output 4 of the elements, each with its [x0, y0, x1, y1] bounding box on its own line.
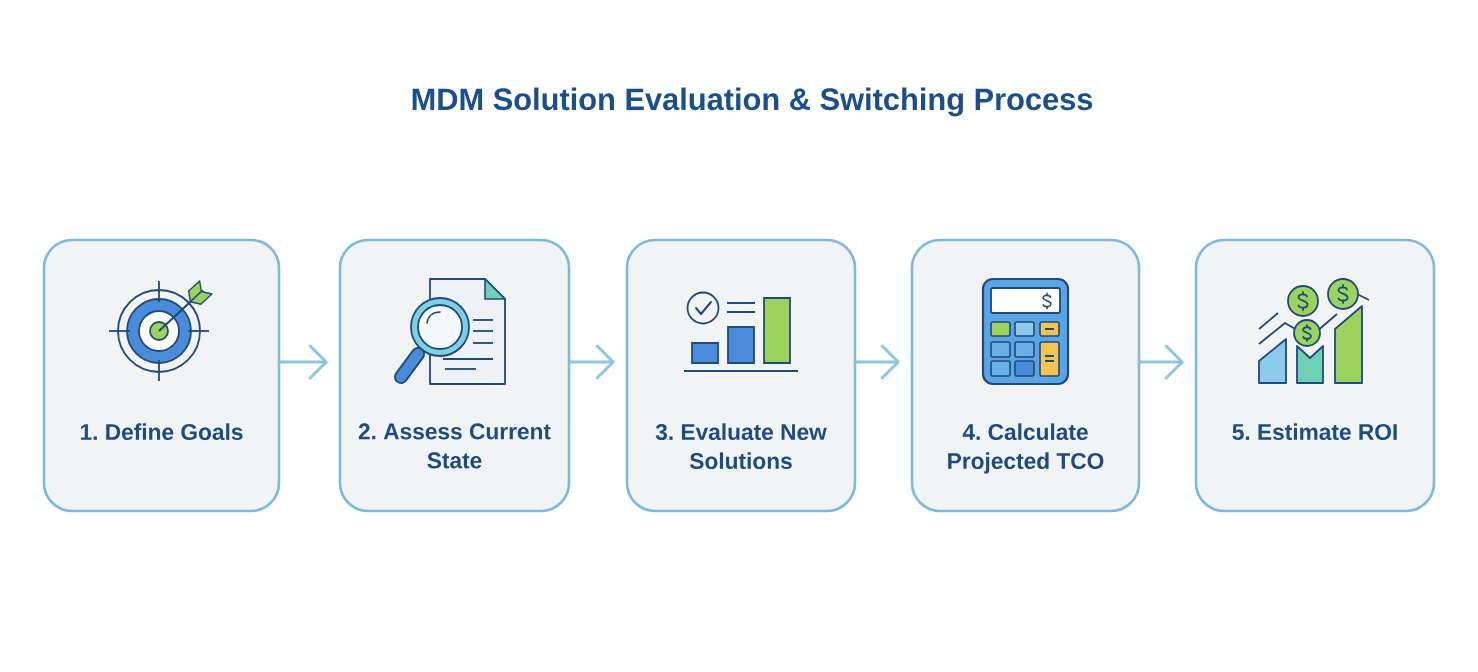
step-box: 1. Define Goals — [42, 238, 281, 513]
step-box: 3. Evaluate New Solutions — [625, 238, 857, 513]
step-box: 5. Estimate ROI — [1194, 238, 1436, 513]
title: MDM Solution Evaluation & Switching Process — [412, 87, 1093, 117]
